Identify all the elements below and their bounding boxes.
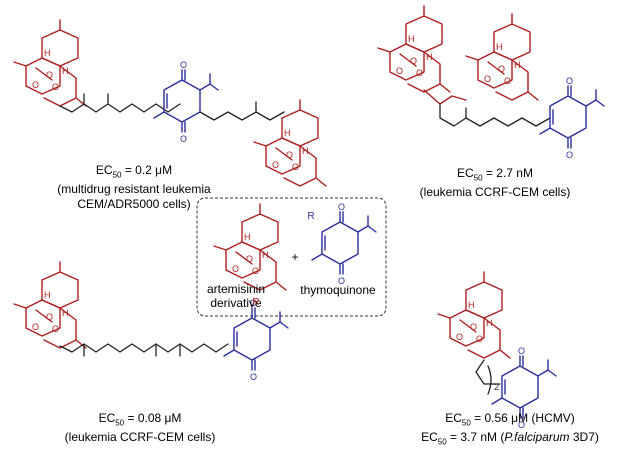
linker-chain-br bbox=[475, 359, 501, 385]
artemisinin-label-line1: artemisinin bbox=[206, 282, 266, 296]
quinone-moiety bbox=[153, 59, 219, 145]
caption-bottom-left: EC50 = 0.08 μM (leukemia CCRF-CEM cells) bbox=[50, 411, 230, 445]
compound-bottom-left bbox=[13, 261, 289, 383]
compound-top-left bbox=[13, 19, 327, 187]
note-bottom-left: (leukemia CCRF-CEM cells) bbox=[64, 430, 216, 445]
ec50-top-right: EC50 = 2.7 nM bbox=[457, 166, 533, 183]
linker-chain-bl bbox=[59, 343, 229, 353]
caption-top-left: EC50 = 0.2 μM (multidrug resistant leuke… bbox=[34, 163, 234, 212]
quinone-moiety-tr bbox=[539, 75, 605, 161]
center-artemisinin bbox=[213, 203, 287, 291]
caption-top-right: EC50 = 2.7 nM (leukemia CCRF-CEM cells) bbox=[405, 166, 585, 200]
artemisinin-moiety bbox=[13, 19, 87, 107]
artemisinin-label-line2: derivative bbox=[210, 296, 262, 310]
artemisinin-dimer-a bbox=[377, 5, 451, 93]
artemisinin-moiety-bl bbox=[13, 261, 87, 349]
note-top-left-1: (multidrug resistant leukemia bbox=[57, 182, 211, 197]
linker-chain bbox=[59, 103, 181, 113]
plus-sign: + bbox=[291, 250, 299, 264]
compound-top-right bbox=[377, 5, 605, 161]
artemisinin-dimer-b bbox=[465, 13, 539, 101]
ec50-bottom-left: EC50 = 0.08 μM bbox=[98, 411, 182, 428]
artemisinin-moiety-br bbox=[437, 271, 511, 359]
note-top-left-2: CEM/ADR5000 cells) bbox=[77, 197, 191, 212]
center-quinone bbox=[311, 201, 377, 287]
ec50-bottom-right-2: EC50 = 3.7 nM (P.falciparum 3D7) bbox=[421, 430, 599, 447]
thymoquinone-label: thymoquinone bbox=[300, 283, 376, 297]
r-label-right: R bbox=[307, 211, 315, 222]
linker-chain-tr bbox=[439, 103, 551, 127]
note-top-right: (leukemia CCRF-CEM cells) bbox=[419, 185, 571, 200]
caption-bottom-right: EC50 = 0.56 μM (HCMV) EC50 = 3.7 nM (P.f… bbox=[410, 411, 610, 450]
compound-bottom-right: 2 bbox=[437, 271, 557, 431]
ec50-bottom-right-1: EC50 = 0.56 μM (HCMV) bbox=[445, 411, 575, 428]
center-box bbox=[196, 197, 387, 317]
artemisinin-moiety-2 bbox=[253, 99, 327, 187]
subscript-2: 2 bbox=[494, 382, 499, 392]
artemisinin-label: artemisinin derivative bbox=[200, 282, 272, 310]
ec50-top-left: EC50 = 0.2 μM bbox=[95, 163, 173, 180]
quinone-moiety-bl bbox=[223, 297, 289, 383]
r-label-left: R bbox=[252, 297, 260, 308]
